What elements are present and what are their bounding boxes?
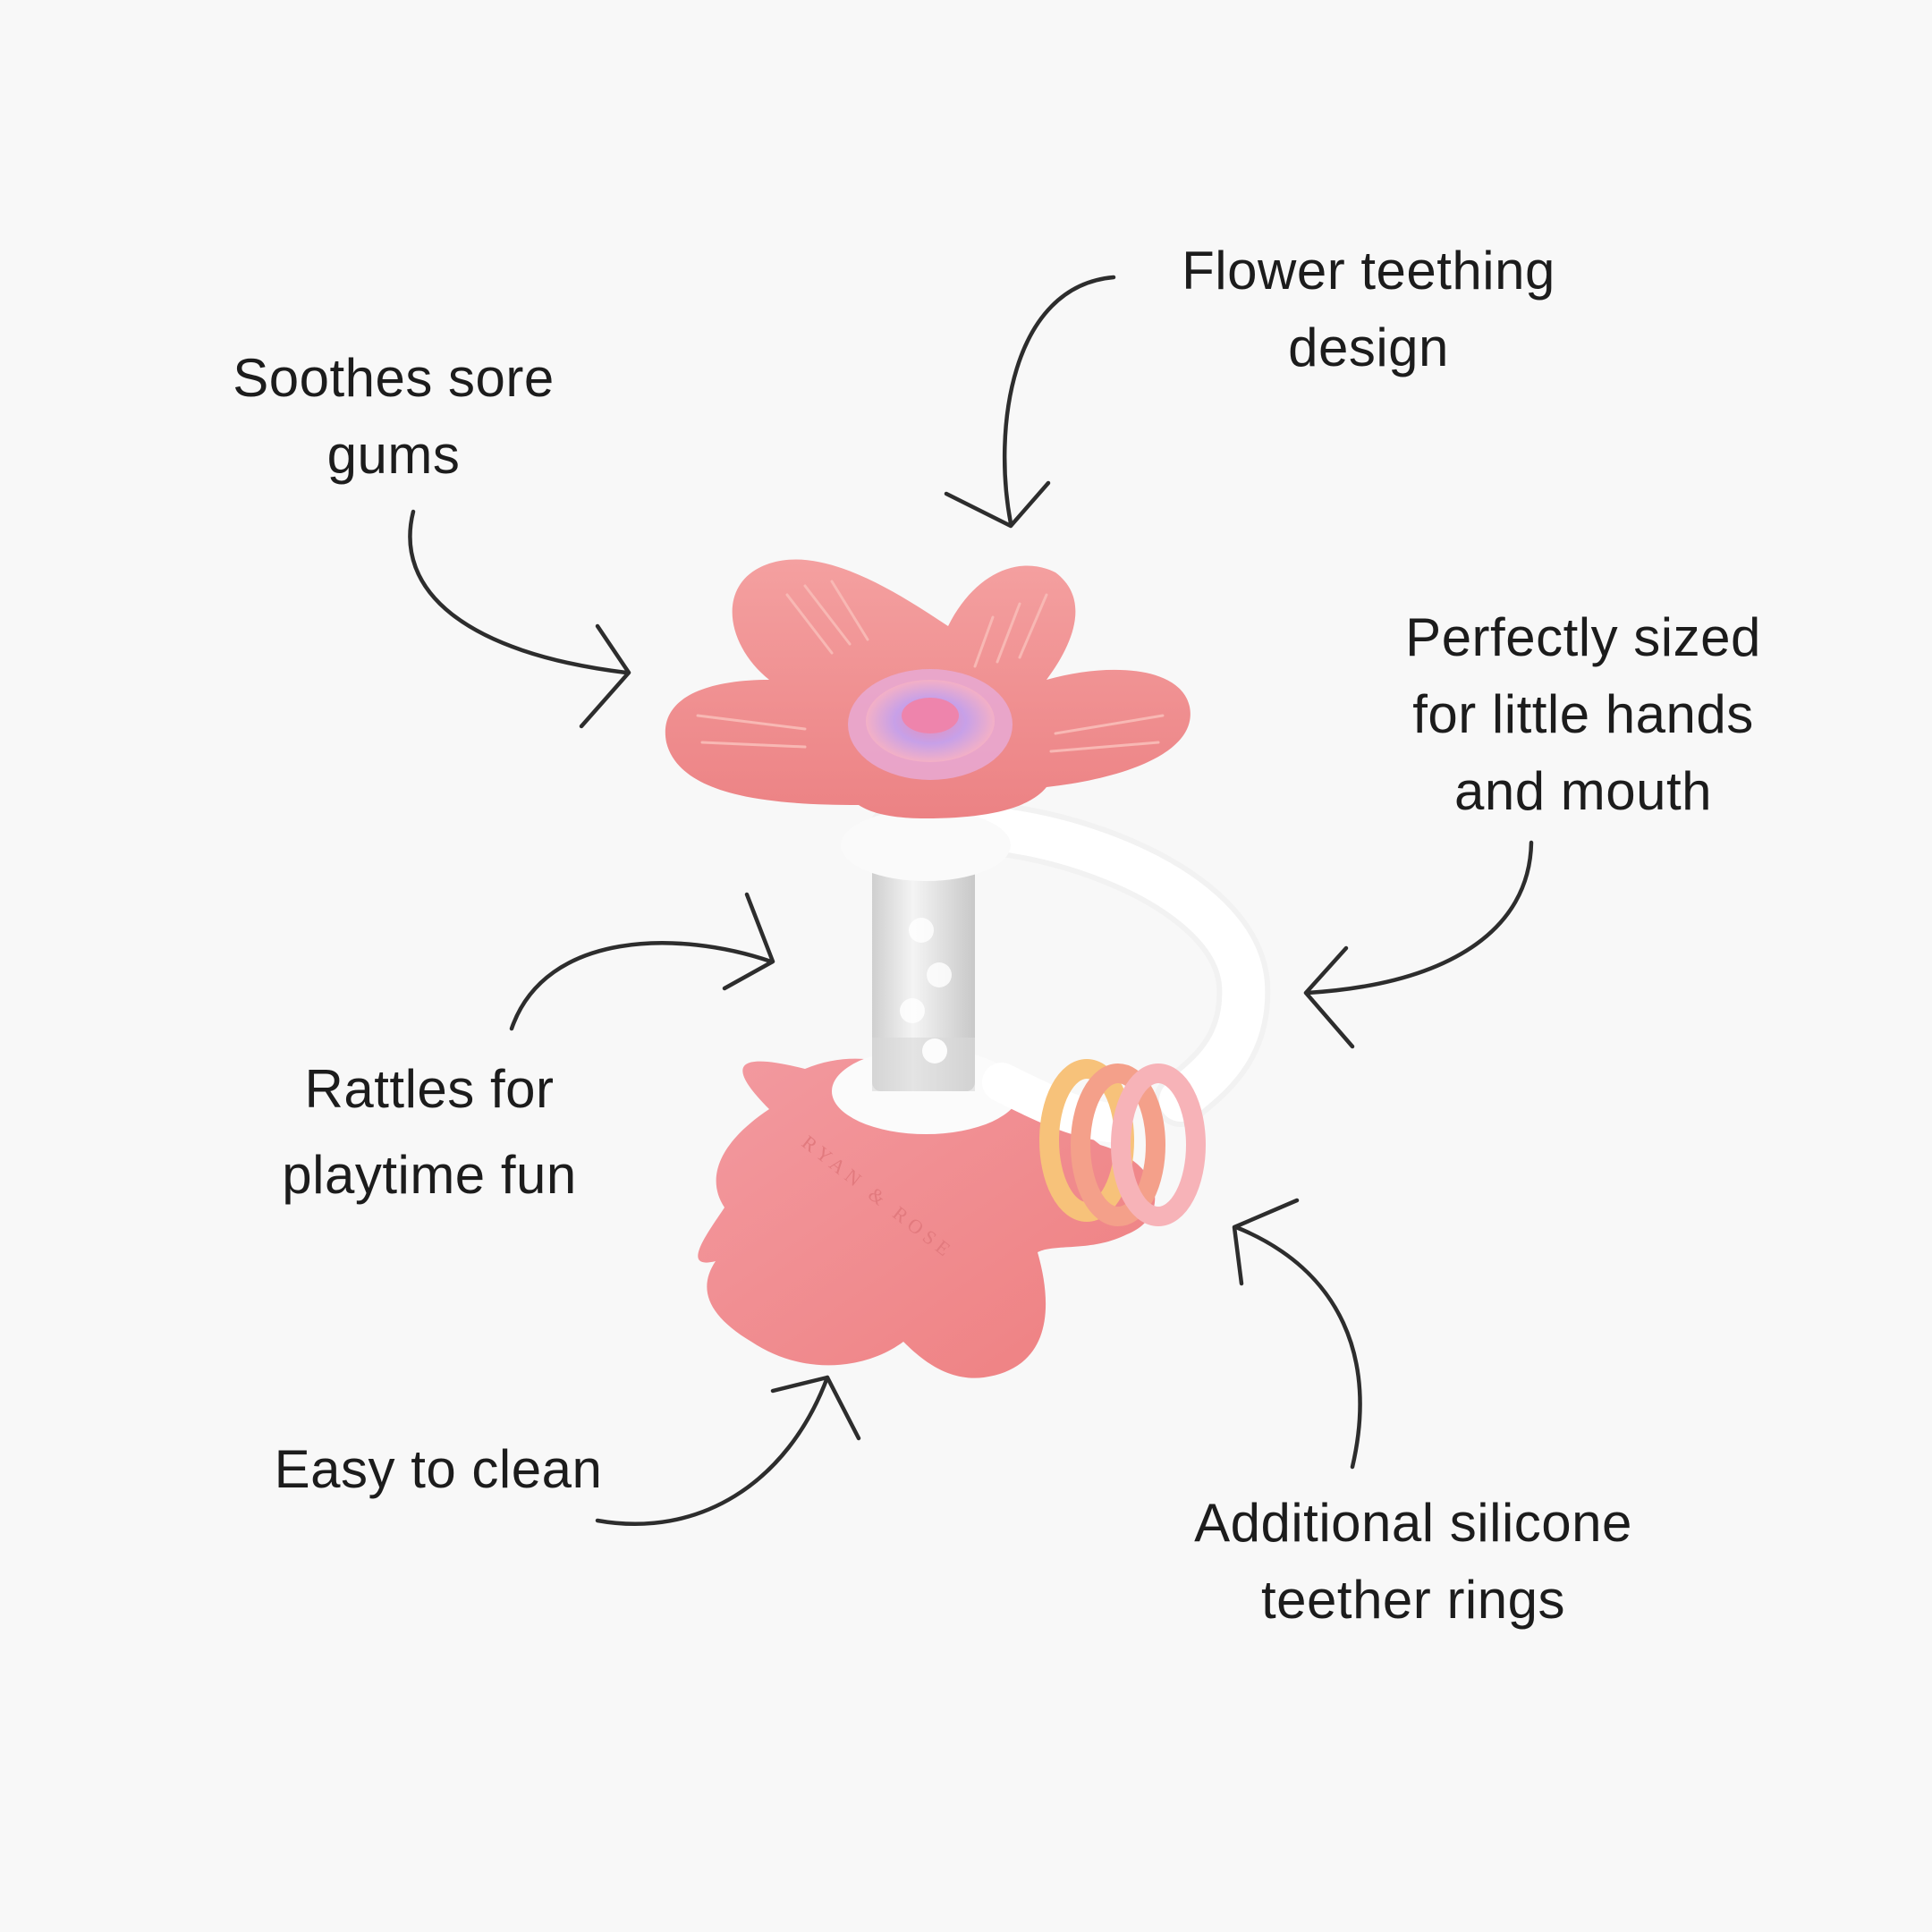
- callout-text: Easy to clean: [274, 1439, 603, 1499]
- callout-text: Rattles for: [304, 1059, 555, 1119]
- callout-text: Additional silicone: [1194, 1493, 1632, 1553]
- arrow-easy: [595, 1375, 861, 1526]
- top-collar: [841, 809, 1011, 881]
- callout-text: gums: [326, 425, 461, 485]
- top-flower: [665, 559, 1191, 818]
- callout-text: and mouth: [1453, 761, 1713, 821]
- callout-rattles-for-playtime: Rattles for playtime fun: [206, 1046, 653, 1218]
- arrow-perfect: [1303, 840, 1534, 1049]
- arrow-flower: [944, 275, 1116, 529]
- callout-soothes-sore-gums: Soothes sore gums: [161, 340, 626, 494]
- callout-text: Soothes sore: [233, 348, 555, 408]
- callout-text: design: [1288, 318, 1449, 377]
- callout-text: playtime fun: [282, 1145, 577, 1205]
- rattle-tube: [872, 850, 975, 1091]
- callout-text: teether rings: [1260, 1570, 1565, 1630]
- teether-rings: [1039, 1059, 1206, 1226]
- callout-text: Flower teething: [1182, 241, 1555, 301]
- arrow-soothes: [408, 509, 631, 729]
- callout-additional-teether-rings: Additional silicone teether rings: [1118, 1485, 1708, 1639]
- callout-text: Perfectly sized: [1405, 607, 1761, 667]
- callout-perfectly-sized: Perfectly sized for little hands and mou…: [1342, 599, 1825, 830]
- arrow-rattles: [509, 892, 775, 1031]
- callout-flower-teething-design: Flower teething design: [1100, 233, 1637, 386]
- callout-text: for little hands: [1412, 684, 1754, 744]
- callout-easy-to-clean: Easy to clean: [206, 1431, 671, 1508]
- arrow-rings: [1232, 1198, 1362, 1470]
